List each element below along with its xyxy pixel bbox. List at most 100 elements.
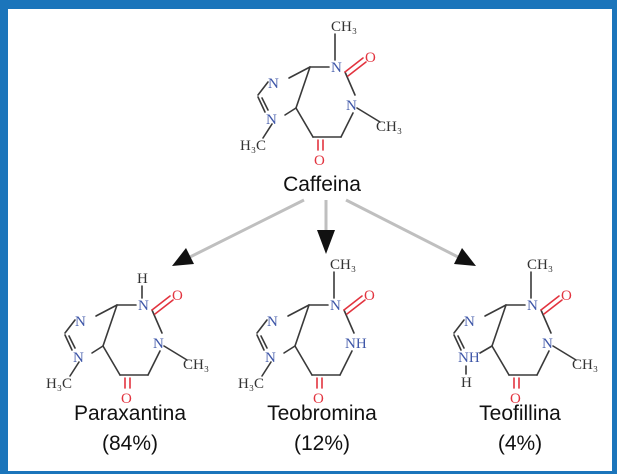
bond [163,345,188,361]
arrowhead [454,248,476,266]
atom-oxygen: O [172,288,183,304]
bond [479,345,493,354]
bond [69,361,80,377]
atom-nh: NH [345,336,367,352]
theophylline-structure: CH₃ N O N N CH₃ NH H O [453,257,598,407]
theobromine-label: Teobromina [267,402,377,425]
paraxanthine-percent: (84%) [102,432,158,455]
bond [552,345,577,361]
bond [484,304,507,317]
bond [102,345,121,376]
atom-methyl: CH₃ [572,357,598,373]
bond [536,350,550,376]
metabolic-arrows [172,198,476,266]
theophylline-label: Teofillina [479,402,561,425]
bond [256,334,265,351]
bond [256,319,268,334]
bond [343,295,363,311]
bond [257,81,269,96]
bond [261,361,272,377]
paraxanthine-structure: H N O N N CH₃ N H₃C O [46,271,209,407]
atom-oxygen: O [313,391,324,407]
atom-nitrogen: N [527,298,538,314]
bond [68,335,76,349]
atom-nitrogen: N [331,60,342,76]
bond [346,299,366,315]
atom-nitrogen: N [542,336,553,352]
bond [294,304,310,347]
bond [64,334,73,351]
atom-nitrogen: N [73,350,84,366]
bond [283,345,296,354]
bond [102,304,118,347]
atom-methyl: CH₃ [331,19,357,35]
bond [151,309,163,334]
bond [294,345,313,376]
atom-oxygen: O [510,391,521,407]
atom-methyl: CH₃ [183,357,209,373]
bond [356,107,381,123]
bond [64,319,76,334]
atom-nitrogen: N [138,298,149,314]
atom-methyl: H₃C [238,376,264,392]
atom-oxygen: O [121,391,132,407]
atom-hydrogen: H [461,375,472,391]
arrow-to-theophylline [345,198,461,260]
bond [453,334,462,351]
atom-hydrogen: H [137,271,148,287]
atom-nitrogen: N [268,76,279,92]
bond [151,295,171,311]
bond [295,107,314,138]
atom-nitrogen: N [266,112,277,128]
bond [260,335,268,349]
bond [340,112,354,138]
bond [91,345,104,354]
arrow-to-paraxanthine [187,198,305,260]
bond [262,123,273,139]
atom-methyl: H₃C [46,376,72,392]
arrowhead [317,230,335,254]
theophylline-percent: (4%) [498,432,542,455]
atom-methyl: CH₃ [376,119,402,135]
caffeine-structure: CH₃ N O N N CH₃ N H₃C O [240,19,402,169]
bond [295,66,311,109]
bond [344,71,356,96]
bond [540,295,560,311]
bond [347,61,367,77]
paraxanthine-label: Paraxantina [74,402,186,425]
atom-methyl: CH₃ [527,257,553,273]
bond [154,299,174,315]
bond [457,335,465,349]
bond [147,350,161,376]
atom-oxygen: O [364,288,375,304]
atom-nitrogen: N [330,298,341,314]
bond [95,304,118,317]
bond [491,345,510,376]
atom-nitrogen: N [265,350,276,366]
atom-methyl: CH₃ [330,257,356,273]
atom-nitrogen: N [75,314,86,330]
atom-nitrogen: N [464,314,475,330]
atom-nitrogen: N [267,314,278,330]
bond [257,96,266,113]
arrowhead [172,248,194,266]
atom-nitrogen: N [153,336,164,352]
theobromine-percent: (12%) [294,432,350,455]
theobromine-structure: CH₃ N O N NH N H₃C O [238,257,375,407]
bond [261,97,269,111]
bond [288,66,311,79]
bond [344,57,364,73]
atom-oxygen: O [561,288,572,304]
bond [284,107,297,116]
atom-oxygen: O [314,153,325,169]
bond [343,309,355,334]
bond [540,309,552,334]
bond [491,304,507,347]
atom-oxygen: O [365,50,376,66]
atom-methyl: H₃C [240,138,266,154]
bond [453,319,465,334]
bond [339,350,353,376]
atom-nh: NH [458,350,480,366]
